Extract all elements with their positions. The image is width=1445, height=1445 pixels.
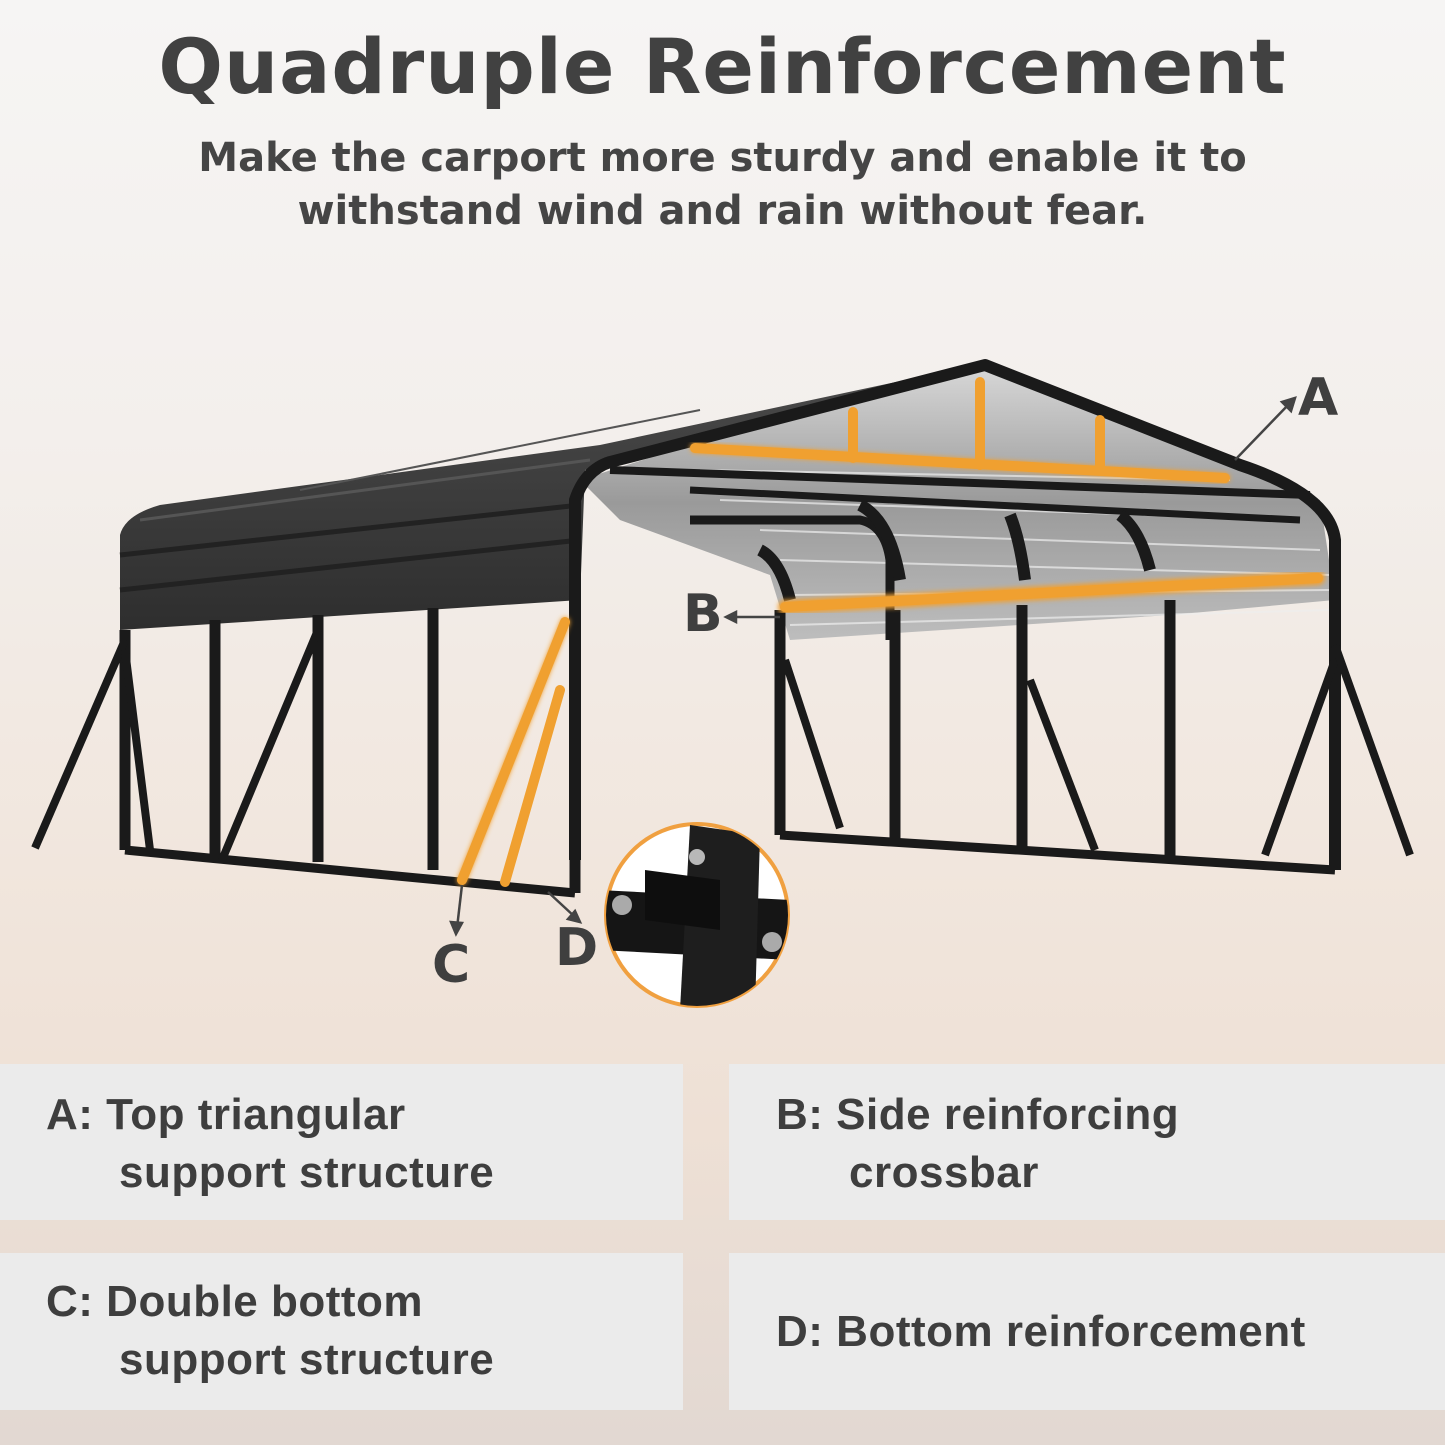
subtitle: Make the carport more sturdy and enable … — [0, 132, 1445, 238]
subtitle-line-1: Make the carport more sturdy and enable … — [198, 135, 1247, 181]
feature-c-line1: C: Double bottom — [46, 1277, 424, 1326]
page-title: Quadruple Reinforcement — [158, 22, 1287, 111]
highlight-b-side-crossbar — [778, 571, 1325, 614]
carport-illustration — [31, 359, 1414, 1008]
frame-left-side — [31, 600, 581, 898]
feature-box-d: D: Bottom reinforcement — [729, 1253, 1445, 1410]
callout-arrows — [449, 396, 1297, 937]
callout-label-c: C — [432, 935, 471, 995]
subtitle-line-2: withstand wind and rain without fear. — [297, 188, 1148, 234]
callout-label-a: A — [1298, 368, 1339, 428]
feature-a-line1: A: Top triangular — [46, 1090, 406, 1139]
feature-d-letter: D: — [776, 1307, 824, 1356]
feature-b-line1: B: Side reinforcing — [776, 1090, 1180, 1139]
frame-right-side — [774, 600, 1414, 875]
feature-box-b: B: Side reinforcing crossbar — [729, 1064, 1445, 1220]
feature-c-line2: support structure — [119, 1335, 495, 1384]
bottom-bracket-detail-inset — [604, 822, 790, 1008]
feature-d-line1: D: Bottom reinforcement — [776, 1307, 1306, 1356]
feature-b-line2: crossbar — [849, 1148, 1039, 1197]
feature-box-a: A: Top triangular support structure — [0, 1064, 683, 1220]
callout-label-b: B — [683, 584, 723, 644]
feature-a-line2: support structure — [119, 1148, 495, 1197]
callout-label-d: D — [555, 918, 599, 978]
feature-c-letter: C: — [46, 1277, 94, 1326]
roof — [119, 362, 1000, 630]
highlight-c-double-bottom — [457, 617, 570, 887]
feature-box-c: C: Double bottom support structure — [0, 1253, 683, 1410]
frame-arch — [569, 359, 1341, 870]
feature-a-letter: A: — [46, 1090, 94, 1139]
feature-b-letter: B: — [776, 1090, 824, 1139]
highlight-a-top-truss — [690, 377, 1230, 483]
